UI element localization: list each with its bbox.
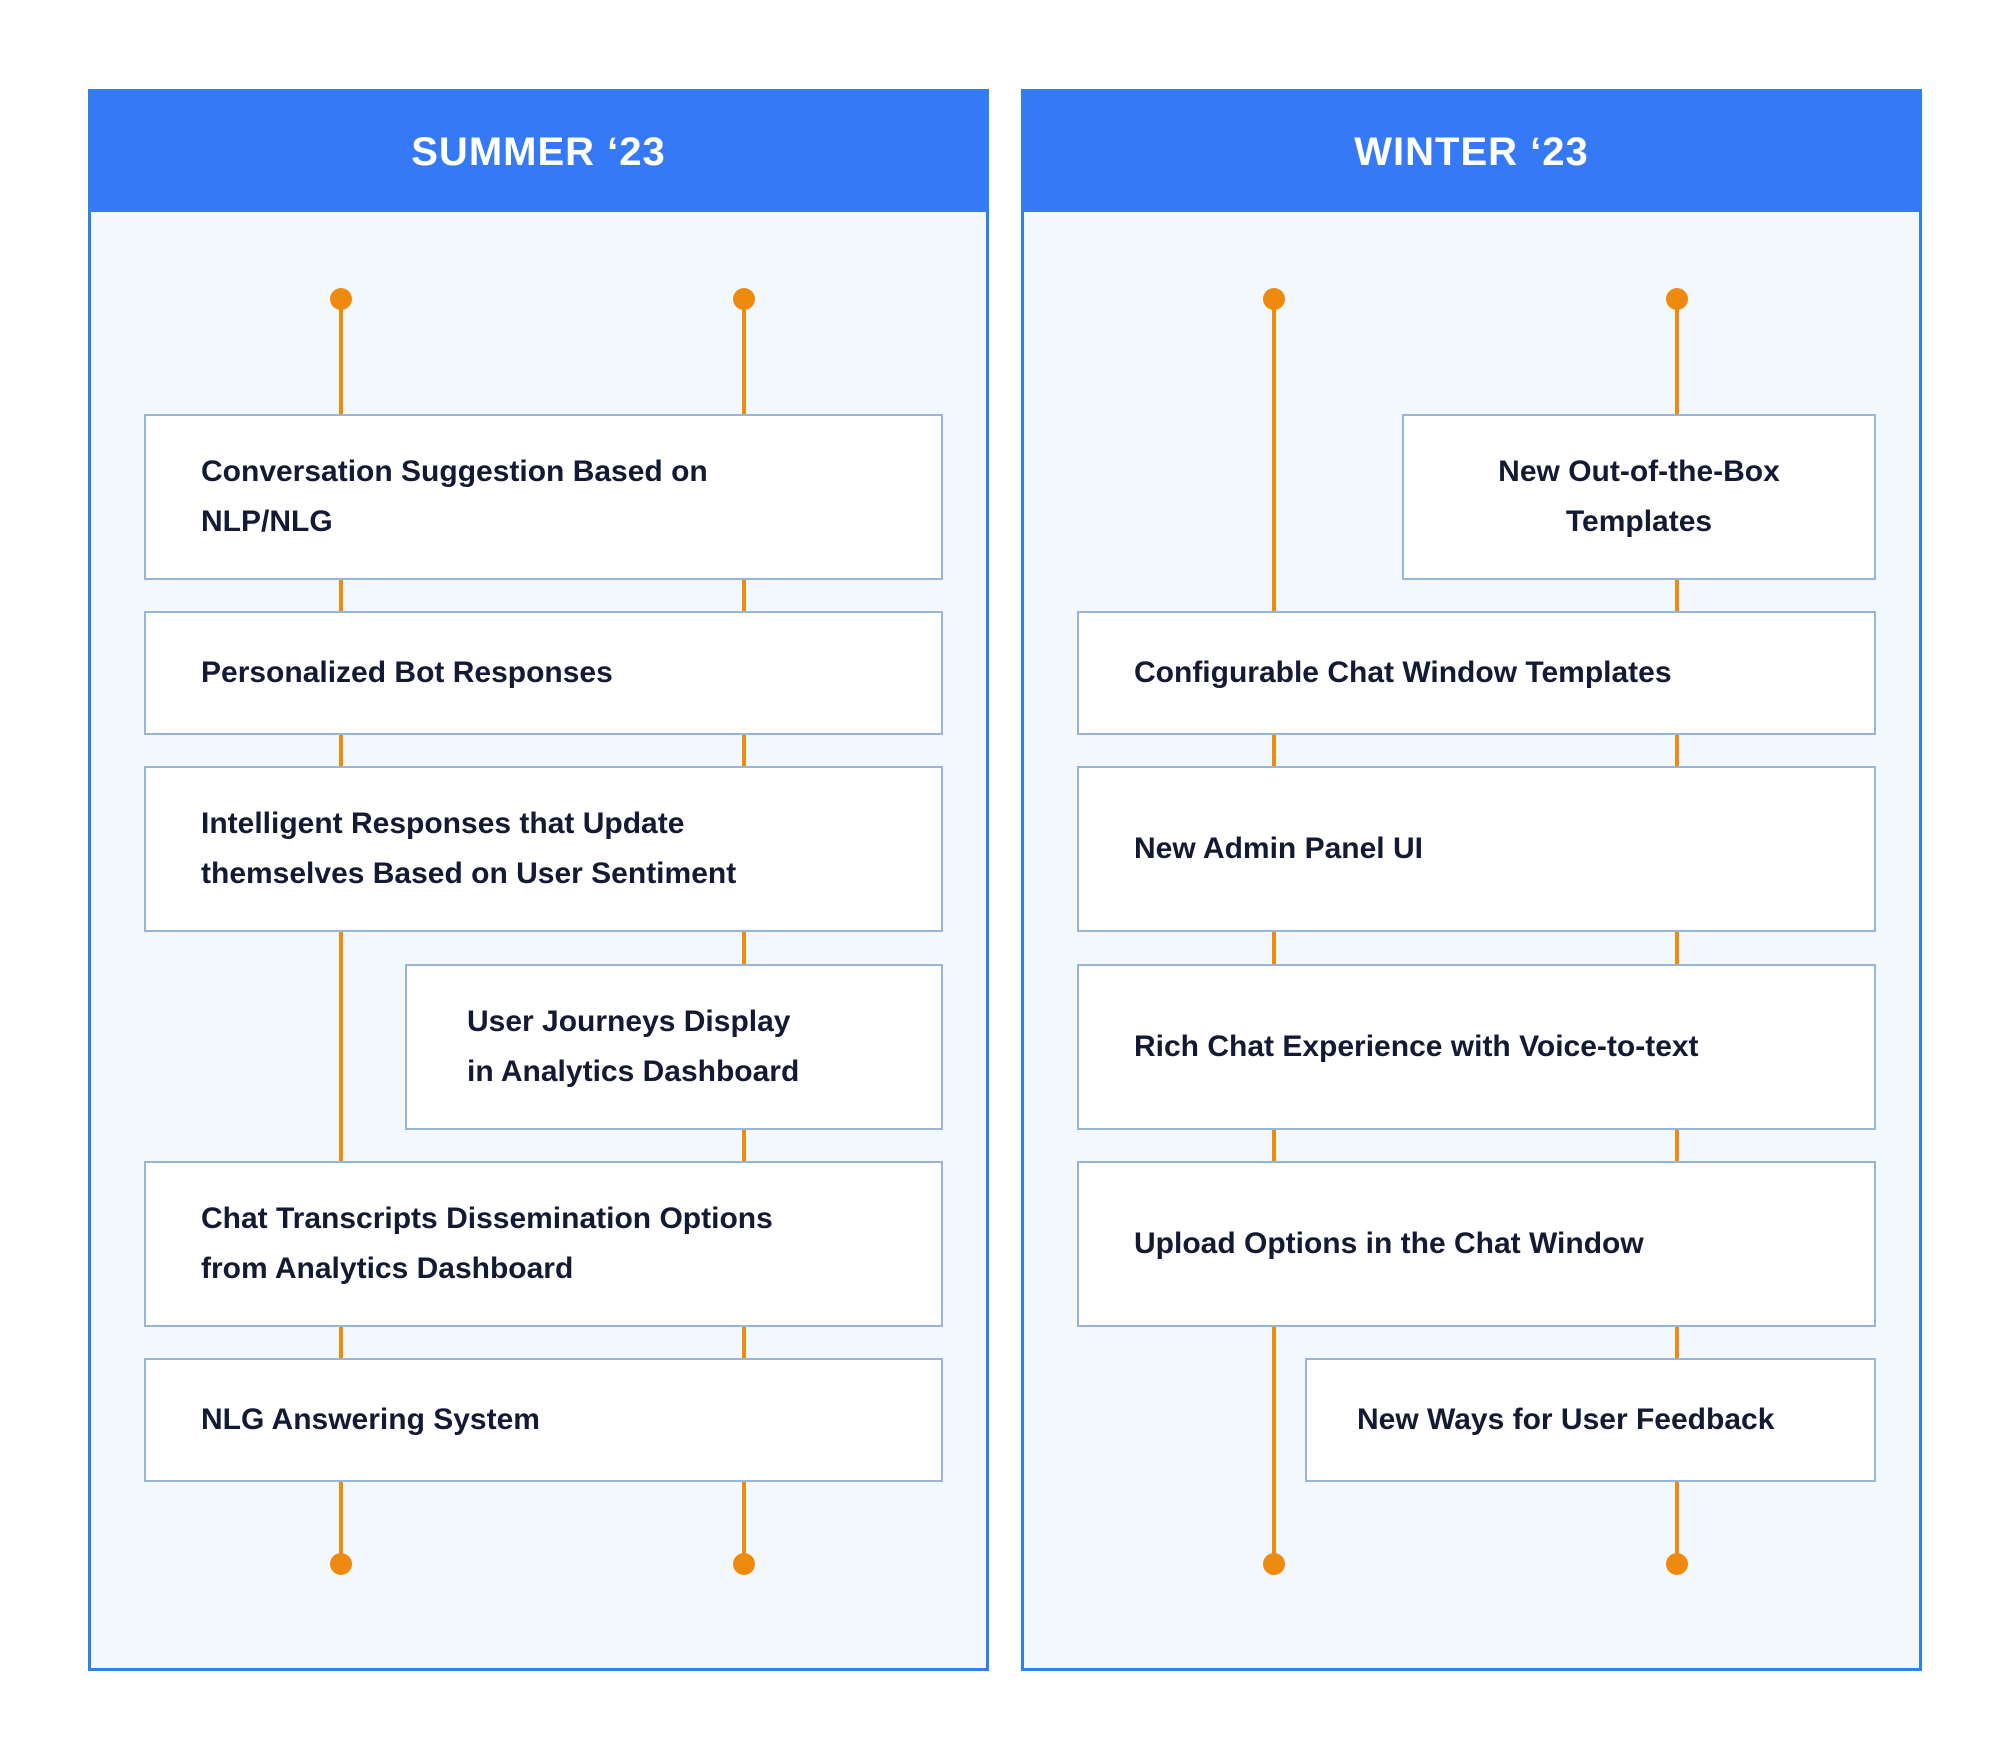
summer-left-start-dot [330,288,352,310]
winter-left-start-dot [1263,288,1285,310]
winter-feature-card: Upload Options in the Chat Window [1077,1161,1876,1327]
winter-feature-card: New Ways for User Feedback [1305,1358,1876,1482]
winter-panel: WINTER ‘23 New Out-of-the-Box Templates … [1021,89,1922,1671]
summer-feature-card: User Journeys Display in Analytics Dashb… [405,964,943,1130]
winter-right-end-dot [1666,1553,1688,1575]
winter-feature-card: New Admin Panel UI [1077,766,1876,932]
summer-right-end-dot [733,1553,755,1575]
summer-panel: SUMMER ‘23 Conversation Suggestion Based… [88,89,989,1671]
winter-feature-card: New Out-of-the-Box Templates [1402,414,1876,580]
winter-left-end-dot [1263,1553,1285,1575]
summer-feature-card: Chat Transcripts Dissemination Options f… [144,1161,943,1327]
summer-feature-card: NLG Answering System [144,1358,943,1482]
summer-right-start-dot [733,288,755,310]
winter-feature-card: Configurable Chat Window Templates [1077,611,1876,735]
summer-feature-card: Conversation Suggestion Based on NLP/NLG [144,414,943,580]
summer-panel-title: SUMMER ‘23 [91,92,986,212]
winter-right-start-dot [1666,288,1688,310]
summer-left-end-dot [330,1553,352,1575]
summer-feature-card: Personalized Bot Responses [144,611,943,735]
winter-feature-card: Rich Chat Experience with Voice-to-text [1077,964,1876,1130]
summer-feature-card: Intelligent Responses that Update themse… [144,766,943,932]
winter-panel-title: WINTER ‘23 [1024,92,1919,212]
